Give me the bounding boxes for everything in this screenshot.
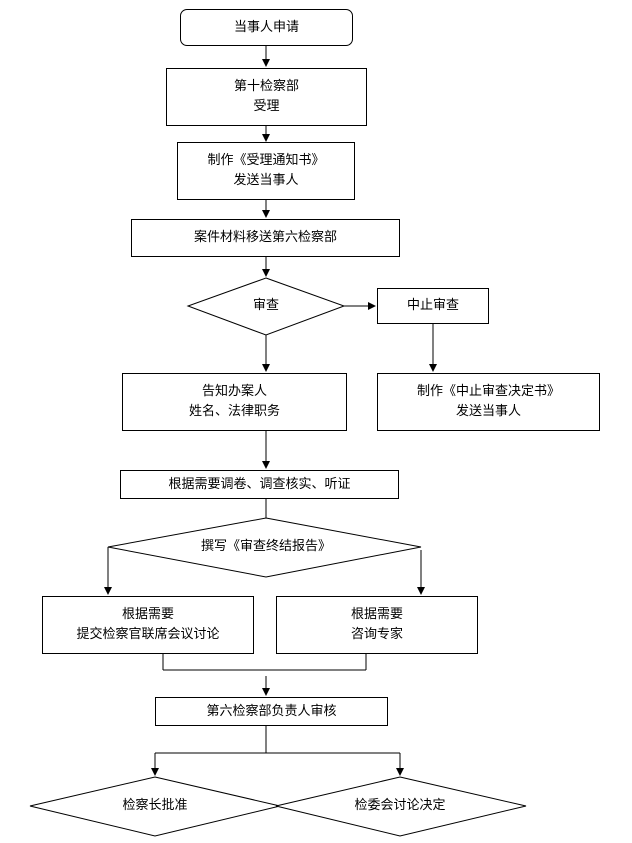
node-investigate-text: 根据需要调卷、调查核实、听证 bbox=[168, 476, 351, 492]
node-suspend-decision: 制作《中止审查决定书》 发送当事人 bbox=[377, 373, 600, 431]
node-suspend-review: 中止审查 bbox=[377, 288, 489, 324]
node-inform-handler: 告知办案人 姓名、法律职务 bbox=[122, 373, 347, 431]
node-investigate: 根据需要调卷、调查核实、听证 bbox=[120, 470, 399, 499]
report-diamond bbox=[107, 517, 422, 578]
node-consult-experts: 根据需要 咨询专家 bbox=[276, 596, 478, 654]
node-joint-meeting-line2: 提交检察官联席会议讨论 bbox=[76, 627, 220, 642]
node-dept10-accept: 第十检察部 受理 bbox=[166, 68, 367, 126]
node-make-notice: 制作《受理通知书》 发送当事人 bbox=[177, 142, 355, 200]
node-applicant-request-text: 当事人申请 bbox=[233, 19, 299, 35]
committee-diamond bbox=[275, 776, 527, 837]
node-write-report-label: 撰写《审查终结报告》 bbox=[200, 539, 331, 554]
node-suspend-decision-line1: 制作《中止审查决定书》 bbox=[416, 384, 560, 399]
node-joint-meeting-line1: 根据需要 bbox=[121, 607, 174, 622]
node-dept6-head-review: 第六检察部负责人审核 bbox=[155, 697, 388, 726]
node-consult-experts-line1: 根据需要 bbox=[350, 607, 403, 622]
node-suspend-review-text: 中止审查 bbox=[406, 298, 459, 313]
node-applicant-request: 当事人申请 bbox=[180, 9, 353, 46]
node-make-notice-line1: 制作《受理通知书》 bbox=[207, 153, 325, 168]
node-chief-approve-label: 检察长批准 bbox=[122, 798, 188, 813]
node-make-notice-line2: 发送当事人 bbox=[233, 173, 299, 188]
node-dept10-accept-line1: 第十检察部 bbox=[233, 79, 299, 94]
node-dept6-head-review-text: 第六检察部负责人审核 bbox=[206, 703, 337, 719]
node-transfer-materials: 案件材料移送第六检察部 bbox=[131, 219, 400, 257]
node-inform-handler-line1: 告知办案人 bbox=[201, 384, 267, 399]
chief-diamond bbox=[29, 776, 281, 837]
node-suspend-decision-line2: 发送当事人 bbox=[455, 404, 521, 419]
node-inform-handler-line2: 姓名、法律职务 bbox=[188, 404, 280, 419]
node-joint-meeting: 根据需要 提交检察官联席会议讨论 bbox=[42, 596, 254, 654]
node-committee-decide-label: 检委会讨论决定 bbox=[354, 798, 446, 813]
node-review-label: 审查 bbox=[252, 298, 279, 313]
node-transfer-materials-text: 案件材料移送第六检察部 bbox=[193, 230, 337, 245]
review-diamond bbox=[186, 277, 346, 336]
node-consult-experts-line2: 咨询专家 bbox=[350, 627, 403, 642]
node-dept10-accept-line2: 受理 bbox=[253, 99, 280, 114]
